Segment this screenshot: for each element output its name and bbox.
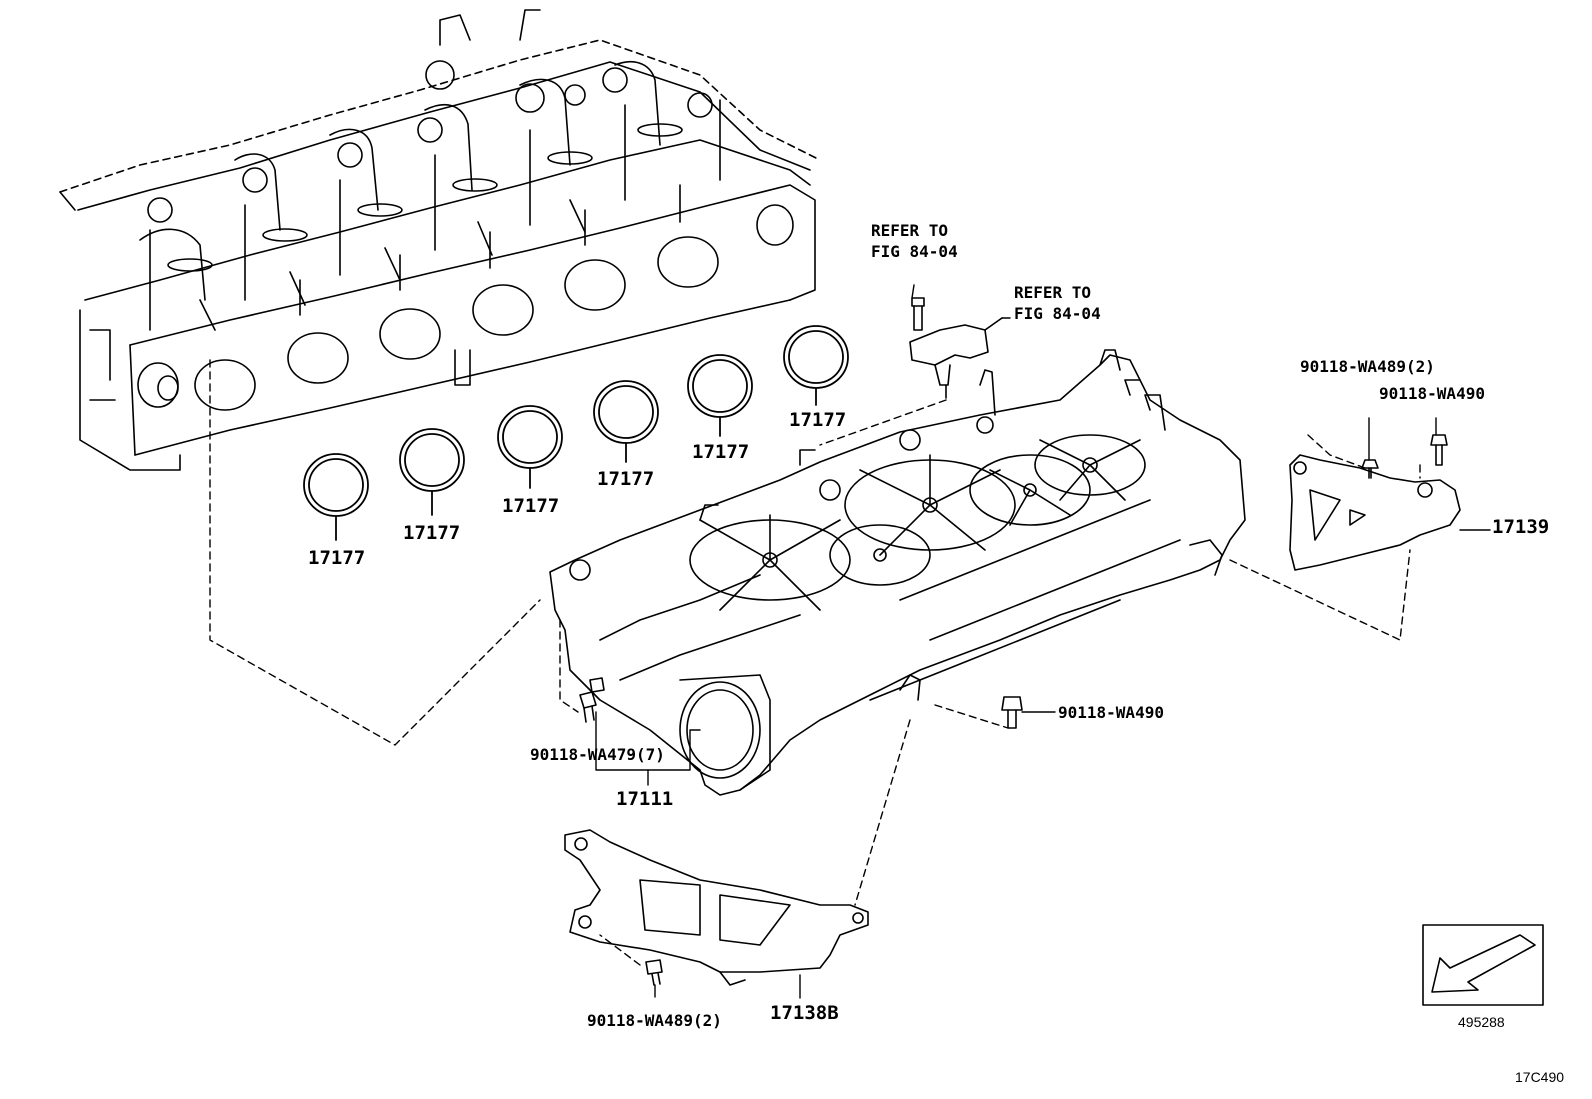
refer-to-label-right: REFER TO FIG 84-04	[1014, 283, 1101, 323]
part-number-17177-5: 17177	[692, 441, 750, 463]
part-number-17177-4: 17177	[597, 468, 655, 490]
leader-lines	[595, 284, 1491, 999]
part-number-17177-1: 17177	[308, 547, 366, 569]
bolt-90118-wa490-right	[1430, 434, 1448, 466]
intake-manifold	[549, 349, 1246, 796]
figure-code: 17C490	[1515, 1069, 1565, 1085]
bracket-17139	[1289, 454, 1461, 571]
bolt-90118-wa489-bottom	[645, 959, 663, 986]
part-number-90118-wa490-mid: 90118-WA490	[1058, 703, 1164, 722]
gasket-ring-2	[399, 428, 465, 516]
part-number-90118-wa479: 90118-WA479(7)	[530, 745, 665, 764]
image-number: 495288	[1458, 1014, 1505, 1030]
part-number-90118-wa489-bottom: 90118-WA489(2)	[587, 1011, 722, 1030]
bolt-90118-wa490-mid	[1001, 696, 1023, 729]
bracket-17138b	[564, 829, 869, 986]
gasket-ring-3	[497, 405, 563, 489]
part-number-90118-wa489-right: 90118-WA489(2)	[1300, 357, 1435, 376]
part-number-17111: 17111	[616, 788, 674, 810]
part-number-17177-2: 17177	[403, 522, 461, 544]
arrow-down-left-icon	[1422, 924, 1544, 1006]
gasket-ring-1	[303, 453, 369, 541]
part-number-90118-wa490-right: 90118-WA490	[1379, 384, 1485, 403]
bolt-90118-wa479	[579, 677, 605, 723]
cylinder-head	[59, 9, 821, 471]
part-number-17177-3: 17177	[502, 495, 560, 517]
part-number-17138b: 17138B	[770, 1002, 839, 1024]
part-number-17139: 17139	[1492, 516, 1550, 538]
bolt-90118-wa489-right	[1361, 459, 1379, 479]
part-number-17177-6: 17177	[789, 409, 847, 431]
gasket-ring-5	[687, 354, 753, 437]
gasket-ring-6	[783, 325, 849, 406]
gasket-rings	[303, 325, 849, 541]
assembly-lines	[209, 359, 1421, 966]
gasket-ring-4	[593, 380, 659, 463]
sensor-assembly	[909, 297, 1003, 399]
refer-to-label-top: REFER TO FIG 84-04	[871, 221, 958, 261]
